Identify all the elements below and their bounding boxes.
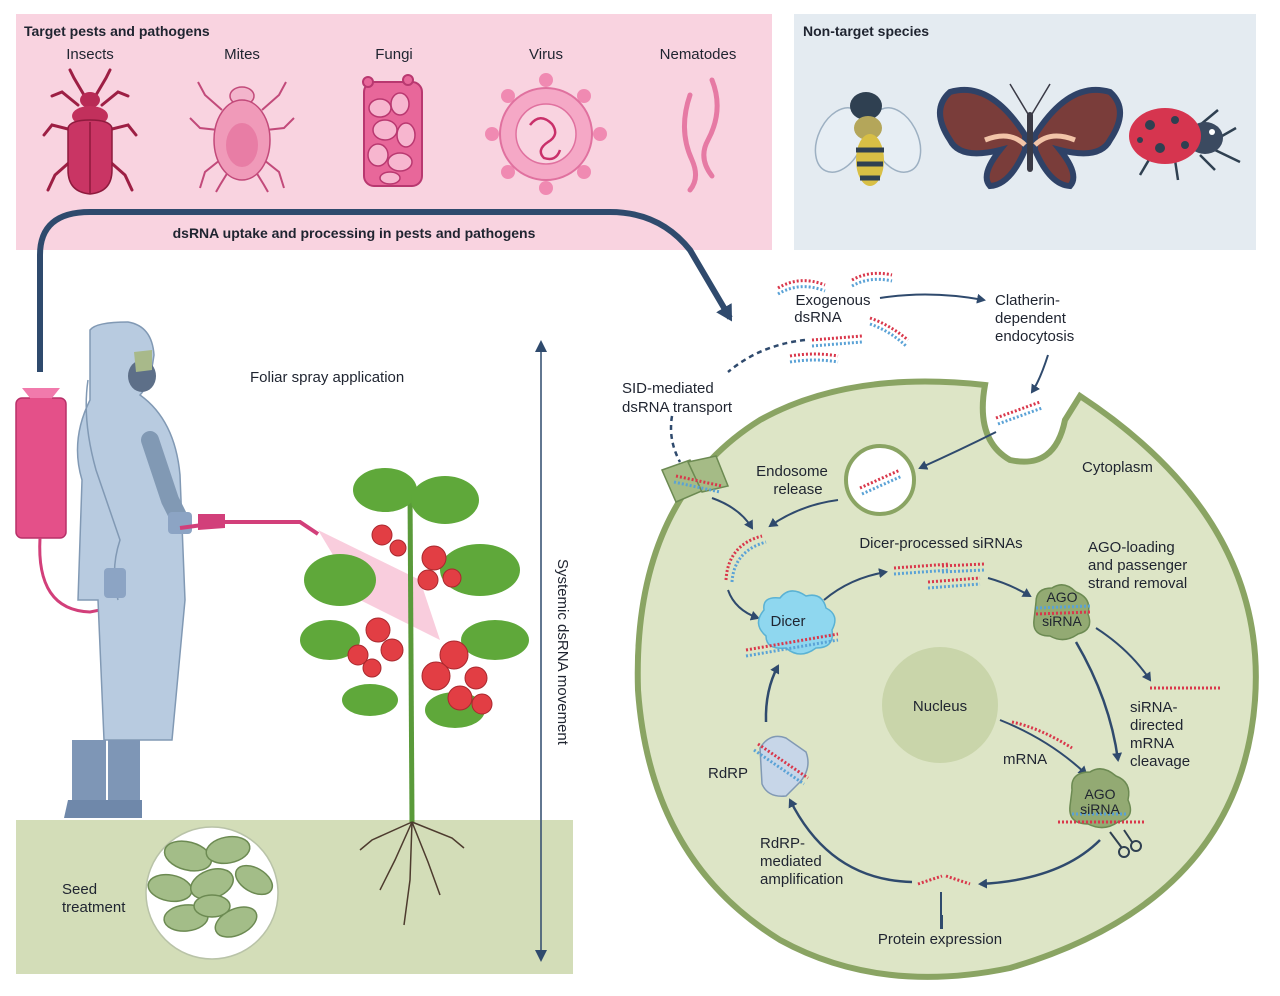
exogenous-dsrna-cluster	[777, 271, 909, 364]
cleavage-line2: directed	[1130, 717, 1183, 734]
sirna-label-bottom: siRNA	[1080, 801, 1120, 817]
protein-expression-label: Protein expression	[878, 931, 1002, 948]
organism-label-nematodes: Nematodes	[660, 46, 737, 63]
systemic-movement-arrow	[535, 340, 547, 962]
arrow-to-endosome	[918, 431, 997, 470]
pit-dsrna	[995, 400, 1043, 426]
organism-label-mites: Mites	[224, 46, 260, 63]
organism-label-fungi: Fungi	[375, 46, 413, 63]
uptake-label: dsRNA uptake and processing in pests and…	[173, 225, 536, 241]
nucleus	[882, 647, 998, 763]
arrow-into-pit	[1030, 354, 1049, 394]
processed-sirnas	[893, 562, 985, 590]
sid-label-line2: dsRNA transport	[622, 399, 733, 416]
cleavage-line1: siRNA-	[1130, 699, 1178, 716]
arrow-nucleus-to-ago	[999, 719, 1088, 776]
mrna-strand	[1011, 720, 1073, 750]
exogenous-label-line1: Exogenous	[795, 292, 870, 309]
foliar-spray-label: Foliar spray application	[250, 369, 404, 386]
arrow-sid-to-cytoplasm	[711, 497, 754, 530]
released-dsrna	[724, 534, 767, 583]
endosome-dsrna	[859, 468, 903, 496]
butterfly-icon	[937, 83, 1123, 190]
soil-band	[16, 820, 573, 974]
arrow-to-dicer	[727, 589, 760, 621]
seed-label-line1: Seed	[62, 881, 97, 898]
arrow-ago-to-cleavage	[1074, 641, 1123, 762]
target-panel-title: Target pests and pathogens	[24, 23, 210, 39]
fungi-icon	[362, 74, 423, 187]
rdrp-amp-line1: RdRP-	[760, 835, 805, 852]
bee-icon	[814, 92, 922, 186]
exogenous-label-line2: dsRNA	[794, 309, 842, 326]
mrna-fragments	[917, 874, 971, 886]
ago-complex-loading	[1033, 584, 1091, 641]
seed-dish	[145, 826, 279, 960]
cytoplasm-label: Cytoplasm	[1082, 459, 1153, 476]
systemic-movement-label: Systemic dsRNA movement	[554, 559, 571, 746]
ago-label-bottom: AGO	[1084, 786, 1115, 802]
mrna-label: mRNA	[1003, 751, 1047, 768]
arrow-to-endocytosis	[879, 293, 986, 304]
sirna-label-top: siRNA	[1042, 613, 1082, 629]
dicer-enzyme	[745, 590, 839, 658]
rdrp-label: RdRP	[708, 765, 748, 782]
organism-label-insects: Insects	[66, 46, 114, 63]
nucleus-label: Nucleus	[913, 698, 967, 715]
ago-complex-cleavage	[1058, 768, 1144, 829]
sid-dashed-arrow-bottom	[669, 415, 682, 463]
nematode-icon	[681, 77, 720, 193]
arrow-endosome-release	[768, 499, 839, 528]
sid-dashed-arrow-top	[727, 338, 806, 373]
tomato-plant	[300, 468, 529, 926]
dicer-label: Dicer	[770, 613, 805, 630]
ago-loading-line3: strand removal	[1088, 575, 1187, 592]
ago-loading-line2: and passenger	[1088, 557, 1187, 574]
endosome-release-line1: Endosome	[756, 463, 828, 480]
farmer-figure	[15, 321, 320, 818]
arrow-cleavage-to-fragments	[978, 839, 1101, 889]
endosome-release-line2: release	[773, 481, 822, 498]
virus-icon	[485, 73, 607, 195]
nontarget-panel-title: Non-target species	[803, 23, 929, 39]
arrow-passenger-removal	[1095, 627, 1152, 682]
ladybird-icon	[1129, 108, 1241, 181]
arrow-dicer-to-sirna	[823, 568, 888, 601]
clatherin-line2: dependent	[995, 310, 1067, 327]
organism-label-virus: Virus	[529, 46, 563, 63]
sid-label-line1: SID-mediated	[622, 380, 714, 397]
clatherin-line1: Clatherin-	[995, 292, 1060, 309]
ago-label-top: AGO	[1046, 589, 1077, 605]
rdrp-amp-line3: amplification	[760, 871, 843, 888]
scissors-icon	[1109, 829, 1142, 858]
cleavage-line4: cleavage	[1130, 753, 1190, 770]
seed-label-line2: treatment	[62, 899, 126, 916]
ago-loading-line1: AGO-loading	[1088, 539, 1175, 556]
cleavage-line3: mRNA	[1130, 735, 1174, 752]
uptake-arrow	[37, 209, 733, 372]
arrow-rdrp-to-dicer	[764, 664, 780, 723]
rdrp-enzyme	[753, 735, 809, 797]
mite-icon	[189, 81, 295, 193]
beetle-icon	[42, 68, 138, 195]
rdrp-amp-line2: mediated	[760, 853, 822, 870]
dicer-processed-label: Dicer-processed siRNAs	[859, 535, 1022, 552]
arrow-to-ago	[987, 577, 1032, 598]
sid-channel	[660, 455, 730, 503]
clatherin-line3: endocytosis	[995, 328, 1074, 345]
arrow-fragments-to-rdrp	[788, 798, 913, 884]
